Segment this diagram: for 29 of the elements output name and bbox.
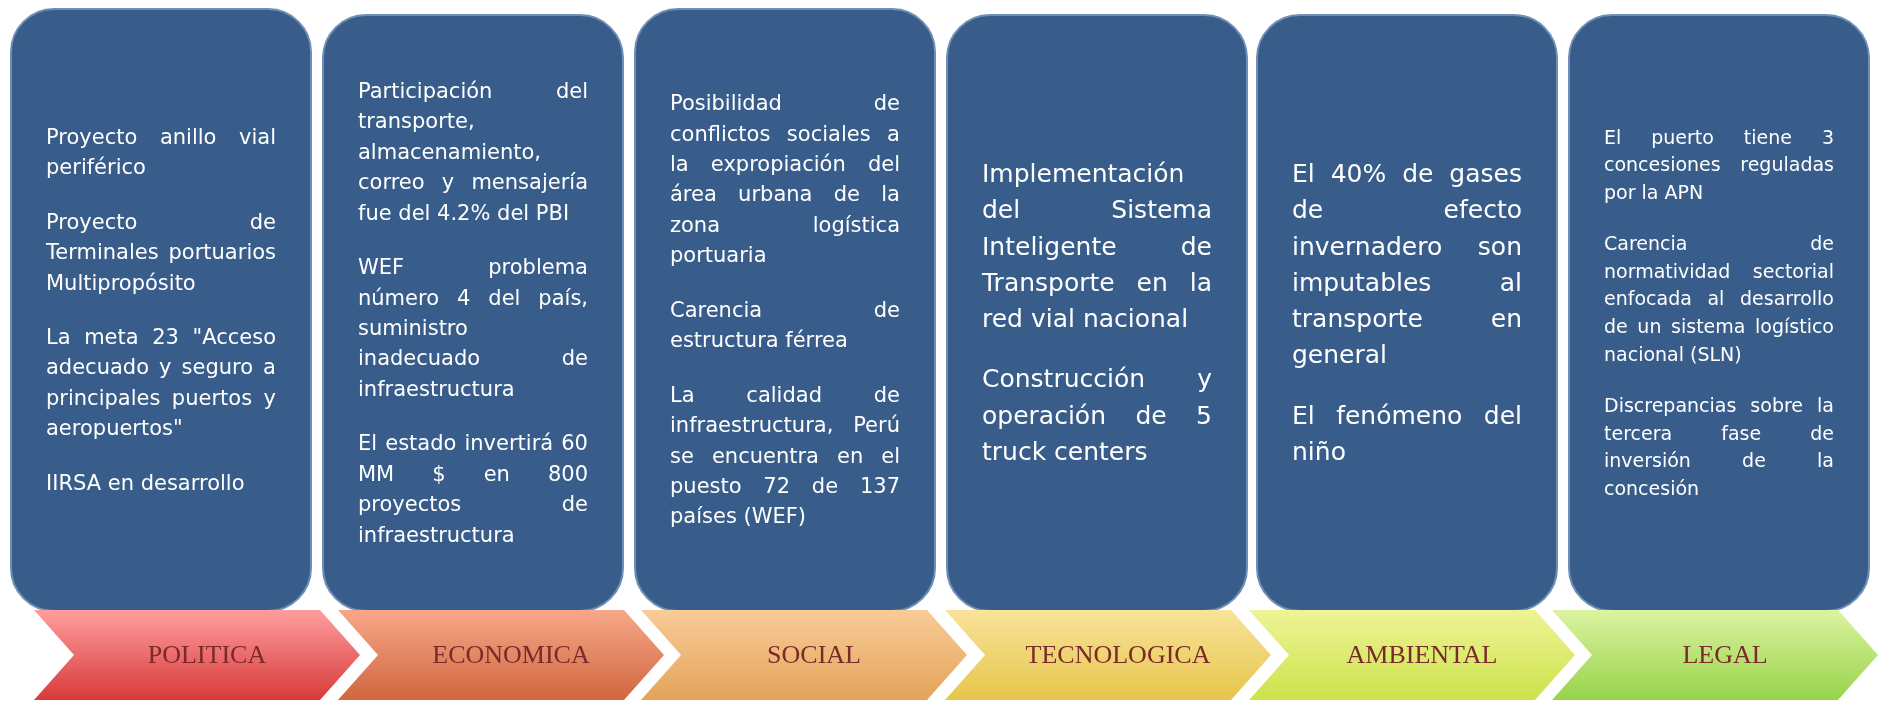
- bullet-text: Participación del transporte, almacenamiento, correo y mensajería fue del 4.2% del PBI: [358, 77, 588, 227]
- card: [322, 14, 624, 612]
- bullet-text: El fenómeno del niño: [1292, 399, 1522, 468]
- bullet-text: Construcción y operación de 5 truck centers: [982, 363, 1212, 468]
- card: [1568, 14, 1870, 612]
- category-label: POLITICA: [147, 640, 267, 670]
- bullet-text: IIRSA en desarrollo: [46, 469, 246, 497]
- bullet-text: Posibilidad de conflictos sociales a la expropiación del área urbana de la zona logística portuaria: [670, 90, 900, 270]
- bullet-text: Discrepancias sobre la tercera fase de inversión de la concesión: [1604, 393, 1834, 501]
- category-label: TECNOLOGICA: [1025, 640, 1211, 670]
- bullet-text: WEF problema número 4 del país, suministro inadecuado de infraestructura: [358, 254, 588, 403]
- bullet-text: El 40% de gases de efecto invernadero son imputables al transporte en general: [1292, 158, 1522, 372]
- category-label: ECONOMICA: [432, 640, 590, 670]
- card: [10, 8, 312, 612]
- category-label: SOCIAL: [767, 640, 861, 670]
- bullet-text: Carencia de normatividad sectorial enfocada al desarrollo de un sistema logístico nacional (SLN): [1604, 231, 1834, 367]
- bullet-text: Implementación del Sistema Inteligente de Transporte en la red vial nacional: [982, 158, 1212, 335]
- bullet-text: Proyecto anillo vial periférico: [46, 123, 276, 182]
- card: [1256, 14, 1558, 612]
- card: [946, 14, 1248, 612]
- bullet-text: La calidad de infraestructura, Perú se encuentra en el puesto 72 de 137 países (WEF): [670, 381, 900, 531]
- bullet-text: Carencia de estructura férrea: [670, 296, 900, 355]
- bullet-text: El puerto tiene 3 concesiones reguladas por la APN: [1604, 124, 1834, 205]
- category-label: AMBIENTAL: [1346, 640, 1498, 670]
- category-label: LEGAL: [1682, 640, 1768, 670]
- bullet-text: La meta 23 "Acceso adecuado y seguro a principales puertos y aeropuertos": [46, 324, 276, 443]
- bullet-text: Proyecto de Terminales portuarios Multipropósito: [46, 208, 276, 297]
- bullet-text: El estado invertirá 60 MM $ en 800 proyectos de infraestructura: [358, 430, 588, 549]
- card: [634, 8, 936, 612]
